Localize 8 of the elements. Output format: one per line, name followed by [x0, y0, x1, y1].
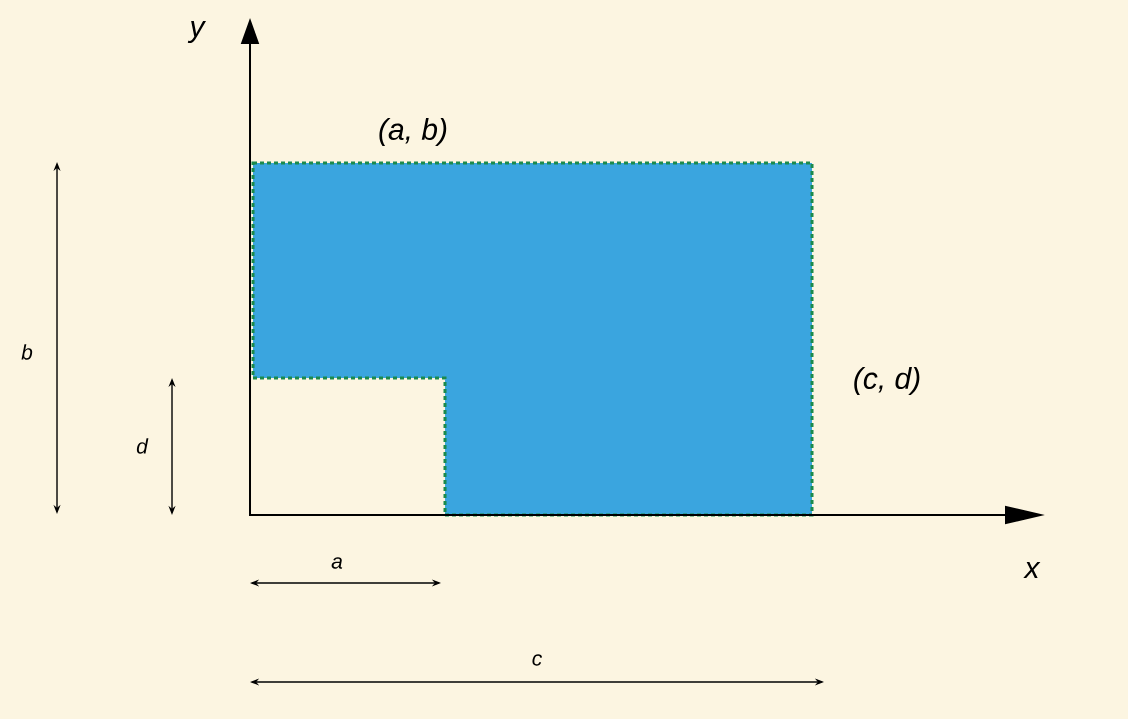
- axis-label: y: [187, 20, 206, 44]
- axis-label: x: [1023, 562, 1041, 578]
- dimension-label: c: [532, 654, 542, 666]
- dimension-label: b: [21, 344, 33, 360]
- point-label: (a, b): [379, 118, 447, 146]
- dimension-label: a: [331, 557, 343, 569]
- point-label: (c, d): [854, 367, 920, 395]
- dimension-label: d: [136, 438, 149, 454]
